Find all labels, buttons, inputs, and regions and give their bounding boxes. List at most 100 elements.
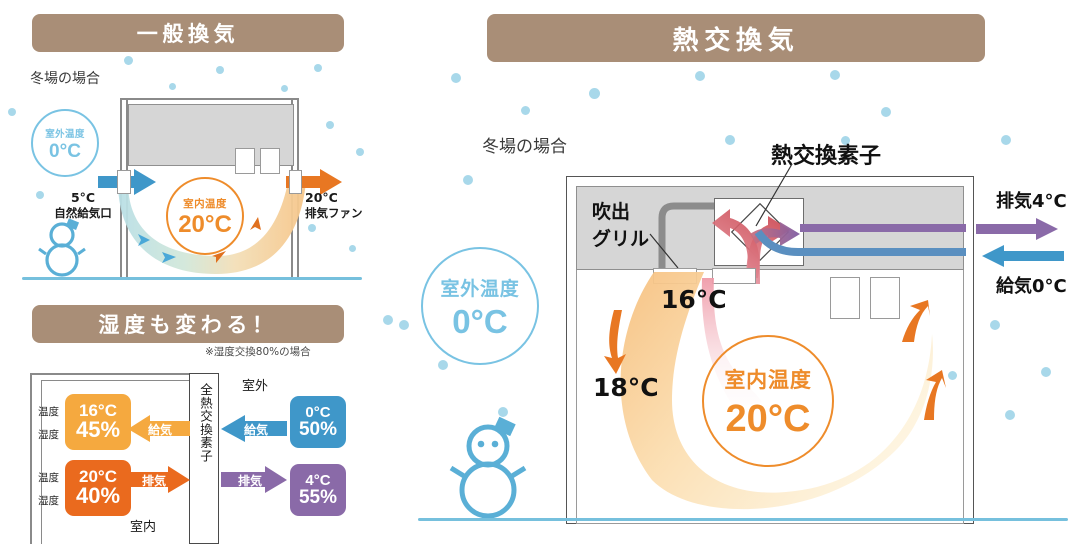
- humidity-arrow-supply-indoor: [128, 415, 190, 442]
- right-flow-arrow-up-2: [924, 370, 946, 420]
- snow-dot: [8, 108, 16, 116]
- snow-dot: [990, 320, 1000, 330]
- snow-dot: [280, 84, 288, 92]
- snow-dot: [314, 64, 322, 72]
- humidity-box-outdoor-supply-temp: 0°C: [305, 403, 331, 421]
- snow-dot: [438, 360, 448, 370]
- snow-dot: [123, 55, 133, 65]
- humidity-outdoor-label: 室外: [242, 379, 269, 394]
- snow-dot: [498, 407, 508, 417]
- right-outside-supply-label: 給気0°C: [996, 276, 1067, 297]
- left-exhaust-label: 20°C 排気ファン: [305, 190, 363, 220]
- right-snowman-icon: [449, 416, 527, 519]
- humidity-box-indoor-supply-temp: 16°C: [79, 401, 117, 421]
- humidity-box-outdoor-exhaust: 4°C 55%: [290, 464, 346, 516]
- humidity-box-outdoor-exhaust-temp: 4°C: [305, 471, 331, 489]
- right-duct-path: [658, 202, 724, 272]
- humidity-box-outdoor-supply-humidity: 50%: [298, 418, 338, 440]
- right-exhaust-duct-line: [800, 224, 966, 232]
- humidity-exchange-label: 全熱交換素子: [198, 383, 213, 463]
- right-outside-supply-arrow: [982, 245, 1064, 267]
- snow-dot: [588, 87, 600, 99]
- left-intake-name: 自然給気口: [54, 205, 112, 220]
- right-ground-line: [418, 518, 1068, 521]
- humidity-room-outer-left: [30, 373, 32, 544]
- caption-winter-heat-exchange: 冬場の場合: [482, 137, 567, 157]
- left-exhaust-name: 排気ファン: [305, 205, 363, 220]
- snow-dot: [168, 82, 176, 90]
- snow-dot: [840, 135, 850, 145]
- right-indoor-temp-circle: 室内温度 20°C: [702, 335, 834, 467]
- left-exhaust-temp: 20°C: [305, 190, 338, 205]
- right-outdoor-temp-circle: 室外温度 0°C: [421, 247, 539, 365]
- snow-dot: [326, 121, 334, 129]
- humidity-indoor-exhaust-humidity-label: 湿度: [38, 495, 59, 507]
- humidity-box-indoor-exhaust: 20°C 40%: [65, 460, 131, 516]
- humidity-note: ※湿度交換80%の場合: [205, 346, 311, 358]
- right-supply-grill-temp-label: 16°C: [661, 285, 727, 314]
- right-grill-leader-line: [649, 233, 679, 269]
- snow-dot: [451, 73, 461, 83]
- right-exhaust-grill-opening: [712, 268, 756, 284]
- right-flow-arrow-down: [604, 310, 626, 374]
- snow-dot: [520, 105, 530, 115]
- snow-dot: [1041, 367, 1051, 377]
- humidity-exchange-column: [189, 373, 219, 544]
- snow-dot: [348, 244, 356, 252]
- left-exhaust-arrow: [286, 169, 342, 195]
- snow-dot: [36, 191, 44, 199]
- right-room-flow-temp-label: 18°C: [593, 373, 659, 402]
- left-outdoor-temp-caption: 室外温度: [45, 128, 85, 140]
- left-outdoor-temp-circle: 室外温度 0°C: [31, 109, 99, 177]
- snow-dot: [947, 370, 957, 380]
- left-building-roof: [120, 98, 299, 100]
- left-window-2: [260, 148, 280, 174]
- right-indoor-temp-value: 20°C: [725, 398, 811, 440]
- left-intake-temp: 5°C: [70, 190, 96, 205]
- caption-winter-general: 冬場の場合: [30, 71, 100, 87]
- snow-dot: [1001, 135, 1011, 145]
- humidity-box-indoor-supply-humidity: 45%: [75, 417, 121, 443]
- left-airflow-swoosh: [118, 182, 306, 274]
- snow-dot: [695, 71, 705, 81]
- humidity-box-indoor-supply: 16°C 45%: [65, 394, 131, 450]
- right-flow-arrow-up-1: [902, 300, 930, 342]
- humidity-indoor-supply-humidity-label: 湿度: [38, 429, 59, 441]
- panel-title-heat-exchange: 熱交換気: [487, 14, 985, 62]
- humidity-indoor-label: 室内: [130, 520, 157, 535]
- right-indoor-temp-caption: 室内温度: [724, 369, 812, 392]
- right-outdoor-temp-caption: 室外温度: [440, 279, 520, 300]
- snow-dot: [830, 70, 840, 80]
- right-outdoor-temp-value: 0°C: [452, 303, 508, 340]
- left-outdoor-temp-value: 0°C: [49, 140, 81, 162]
- snow-dot: [1005, 410, 1015, 420]
- right-exchanger-leader-line: [755, 163, 793, 227]
- left-ground-line: [22, 277, 362, 280]
- snow-dot: [216, 66, 224, 74]
- humidity-arrow-supply-outdoor: [221, 415, 287, 442]
- humidity-box-indoor-exhaust-humidity: 40%: [75, 483, 121, 509]
- humidity-box-outdoor-supply: 0°C 50%: [290, 396, 346, 448]
- right-supply-duct-line: [754, 229, 966, 256]
- snow-dot: [356, 148, 364, 156]
- snow-dot: [383, 315, 393, 325]
- left-snowman-icon: [38, 218, 86, 277]
- right-outside-exhaust-label: 排気4°C: [996, 191, 1067, 212]
- panel-title-humidity: 湿度も変わる！: [32, 305, 344, 343]
- right-room-warm-airflow: [620, 272, 933, 510]
- left-intake-vent: [117, 170, 131, 194]
- left-indoor-temp-caption: 室内温度: [183, 197, 227, 210]
- snow-dot: [881, 107, 891, 117]
- snow-dot: [463, 175, 473, 185]
- humidity-room-inner-left: [41, 380, 43, 544]
- humidity-box-outdoor-exhaust-humidity: 55%: [298, 486, 338, 508]
- humidity-room-outer-top: [30, 373, 218, 375]
- left-indoor-temp-value: 20°C: [178, 210, 232, 238]
- left-exhaust-fan-box: [289, 170, 302, 194]
- humidity-indoor-exhaust-temp-label: 温度: [38, 472, 59, 484]
- left-intake-label: 5°C 自然給気口: [44, 190, 122, 220]
- right-window-2: [870, 277, 900, 319]
- humidity-box-indoor-exhaust-temp: 20°C: [79, 467, 117, 487]
- snow-dot: [725, 135, 735, 145]
